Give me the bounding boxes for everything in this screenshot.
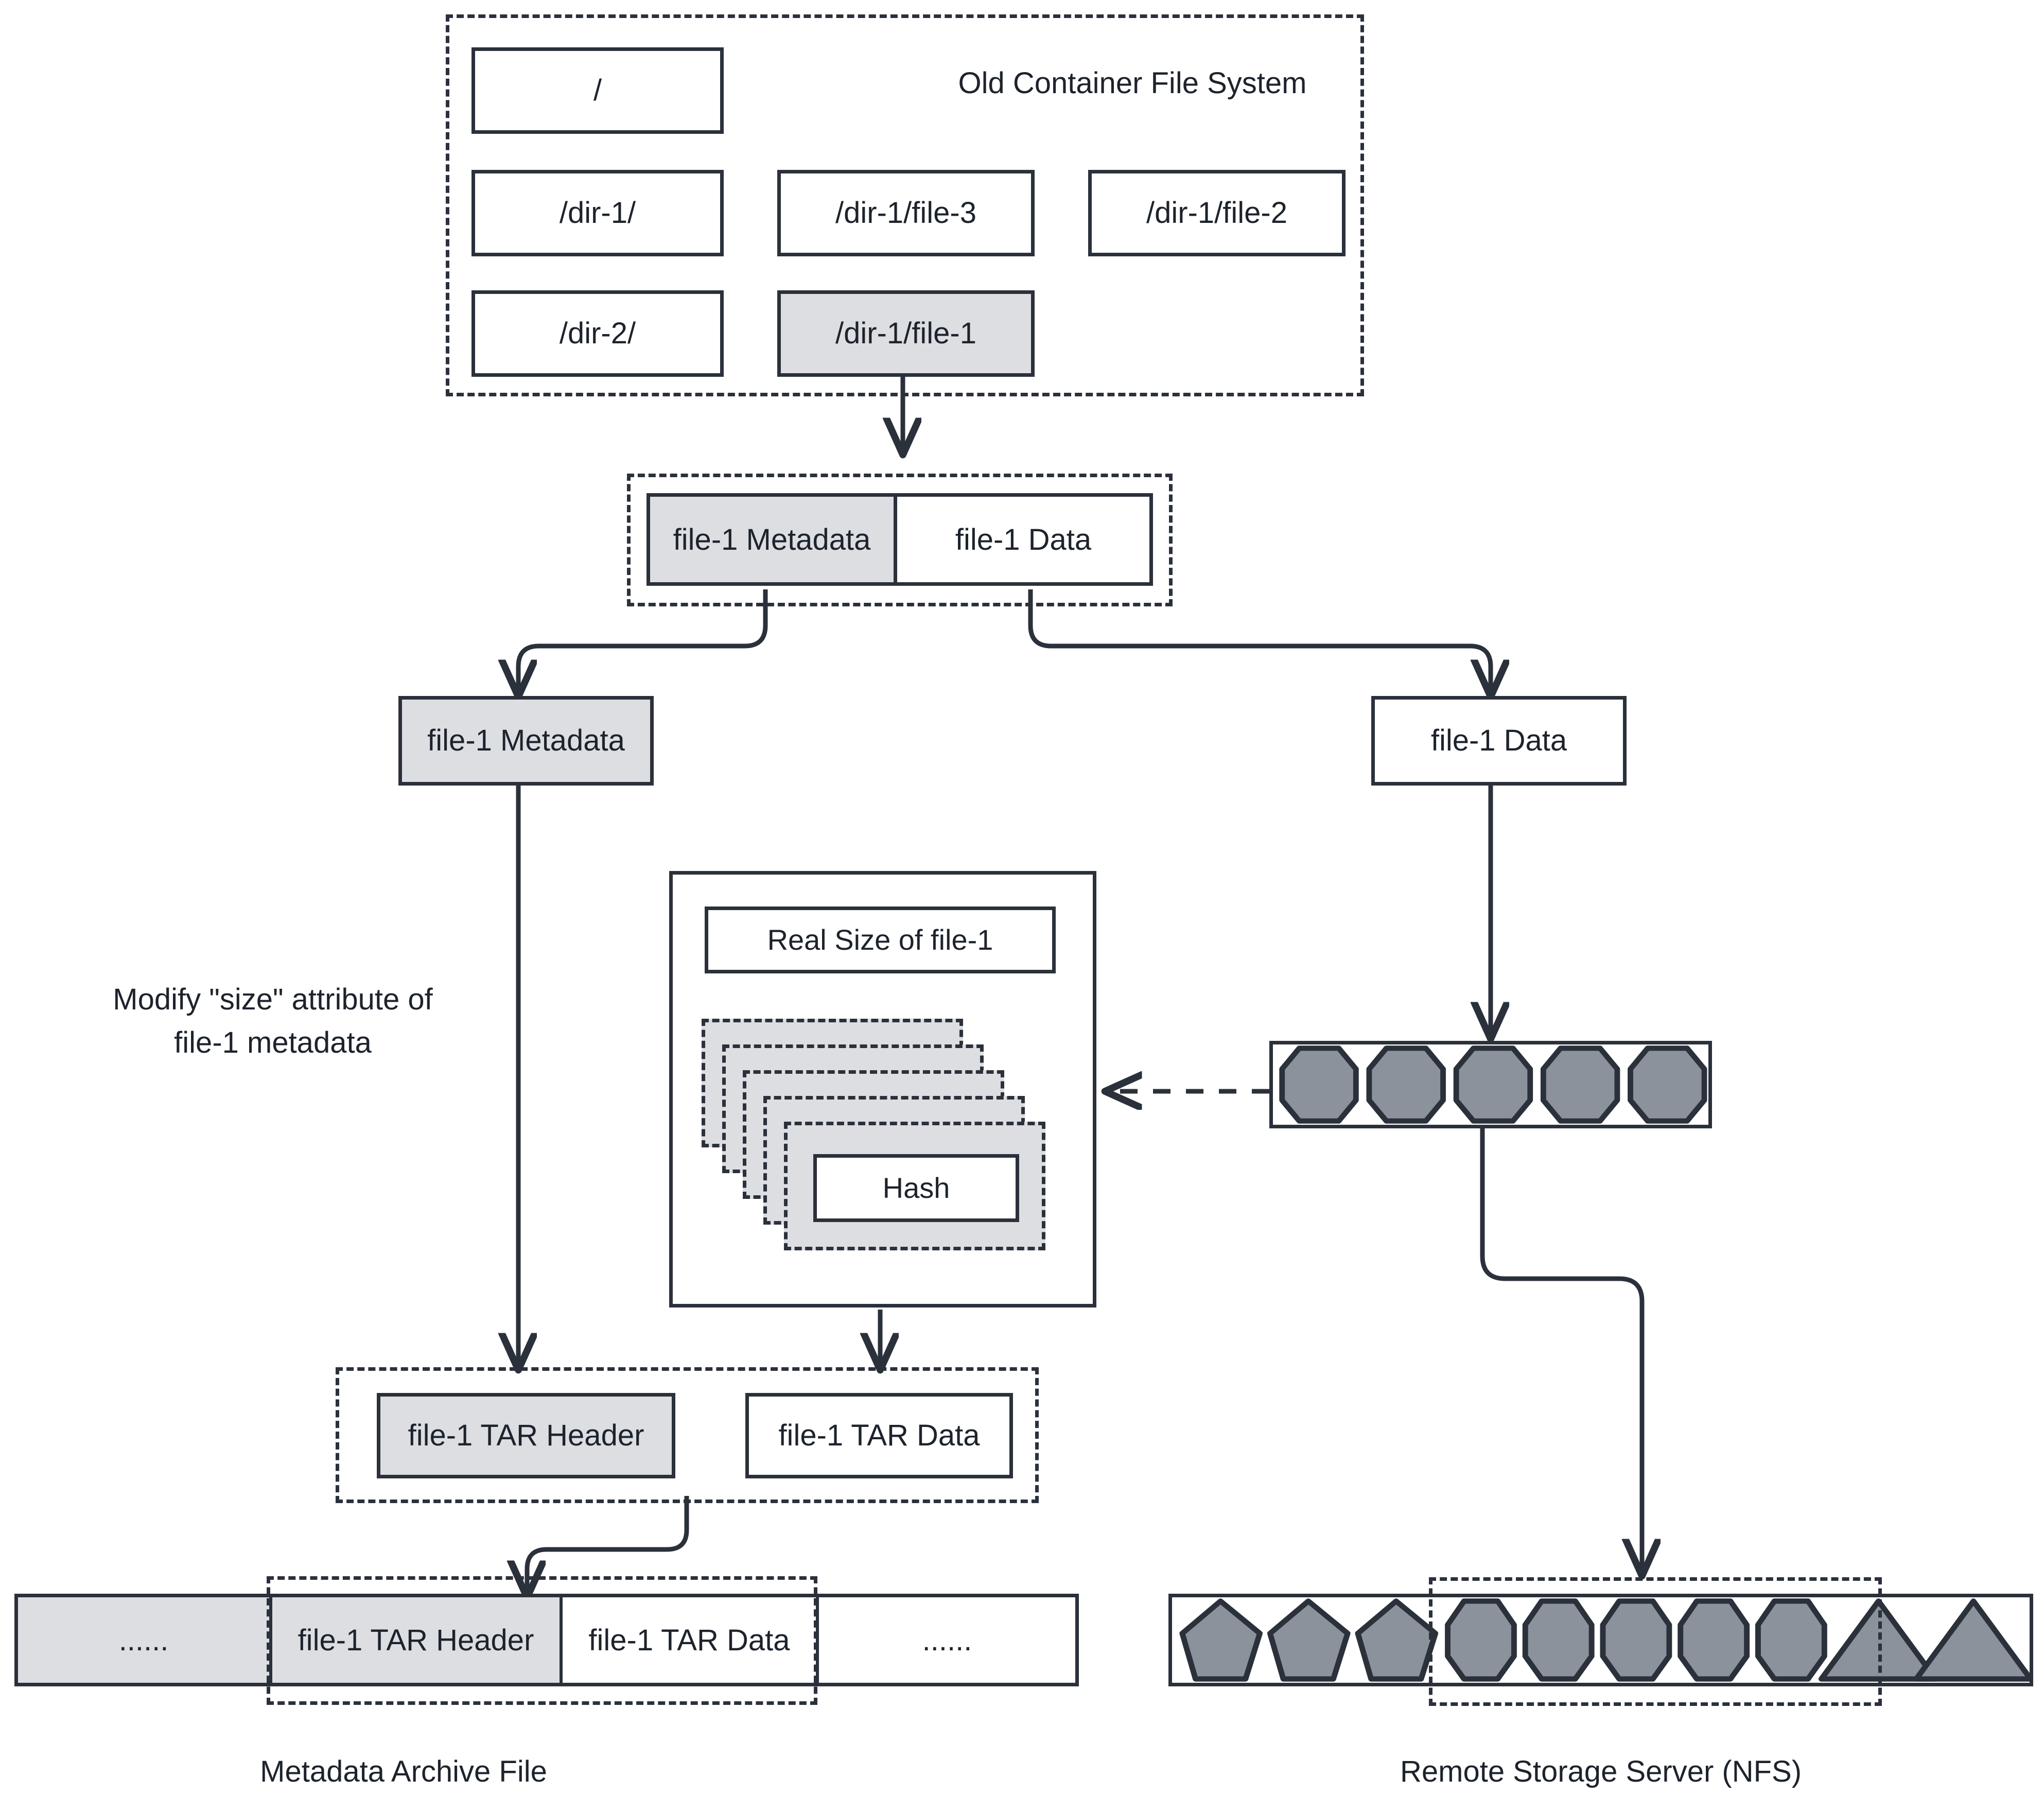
- modify-size-note: Modify "size" attribute of file-1 metada…: [113, 983, 433, 1060]
- file1-split-group: [627, 474, 1173, 606]
- octagon-chunk: [1600, 1598, 1672, 1682]
- fs-node-root[interactable]: /: [471, 47, 724, 134]
- archive-highlight-box: [267, 1576, 817, 1705]
- octagon-chunk: [1366, 1045, 1446, 1124]
- hash-card-5: Hash: [784, 1122, 1045, 1250]
- nfs-strip: [1168, 1594, 2033, 1686]
- octagon-chunk: [1522, 1598, 1595, 1682]
- chunk-hash-group: Real Size of file-1 Hash: [669, 871, 1096, 1308]
- file1-split-box: file-1 Metadata file-1 Data: [647, 493, 1153, 586]
- metadata-archive-caption: Metadata Archive File: [260, 1755, 547, 1788]
- octagon-chunk: [1755, 1598, 1827, 1682]
- wire-chunkstrip-to-nfs: [1480, 1127, 1642, 1574]
- file1-data-node[interactable]: file-1 Data: [1371, 696, 1627, 786]
- fs-node-dir-1-file-2[interactable]: /dir-1/file-2: [1088, 170, 1346, 256]
- octagon-chunk: [1453, 1045, 1533, 1124]
- old-container-file-system-title: Old Container File System: [958, 66, 1307, 100]
- split-segment-metadata[interactable]: file-1 Metadata: [650, 497, 897, 582]
- archive-segment-ellipsis-left: ......: [18, 1597, 273, 1683]
- tar-group: [336, 1367, 1039, 1503]
- octagon-chunk: [1628, 1045, 1707, 1124]
- old-container-file-system-group: [446, 14, 1364, 396]
- nfs-caption: Remote Storage Server (NFS): [1400, 1755, 1802, 1788]
- pentagon-chunk: [1267, 1598, 1351, 1682]
- archive-segment-ellipsis-right: ......: [922, 1623, 972, 1657]
- octagon-chunk: [1678, 1598, 1750, 1682]
- pentagon-chunk: [1179, 1598, 1263, 1682]
- octagon-chunk: [1279, 1045, 1359, 1124]
- real-size-box: Real Size of file-1: [705, 906, 1056, 973]
- fs-node-dir-1-file-3[interactable]: /dir-1/file-3: [777, 170, 1035, 256]
- octagon-chunk: [1445, 1598, 1517, 1682]
- archive-segment-tar-header[interactable]: file-1 TAR Header: [272, 1597, 563, 1683]
- hash-box: Hash: [813, 1154, 1019, 1222]
- fs-node-dir-1[interactable]: /dir-1/: [471, 170, 724, 256]
- fs-node-dir-2[interactable]: /dir-2/: [471, 290, 724, 377]
- split-segment-data[interactable]: file-1 Data: [955, 522, 1092, 556]
- octagon-chunk: [1540, 1045, 1620, 1124]
- nfs-highlight-box: [1429, 1577, 1882, 1706]
- tar-data-box[interactable]: file-1 TAR Data: [745, 1393, 1013, 1478]
- file1-metadata-node[interactable]: file-1 Metadata: [398, 696, 654, 786]
- pentagon-chunk: [1355, 1598, 1439, 1682]
- data-chunk-shapes: [1279, 1045, 1707, 1124]
- data-chunk-strip: [1269, 1041, 1712, 1128]
- tar-header-box[interactable]: file-1 TAR Header: [377, 1393, 675, 1478]
- metadata-archive-strip: ...... file-1 TAR Header file-1 TAR Data…: [14, 1594, 1079, 1686]
- triangle-chunk: [1913, 1598, 2030, 1682]
- fs-node-dir-1-file-1[interactable]: /dir-1/file-1: [777, 290, 1035, 377]
